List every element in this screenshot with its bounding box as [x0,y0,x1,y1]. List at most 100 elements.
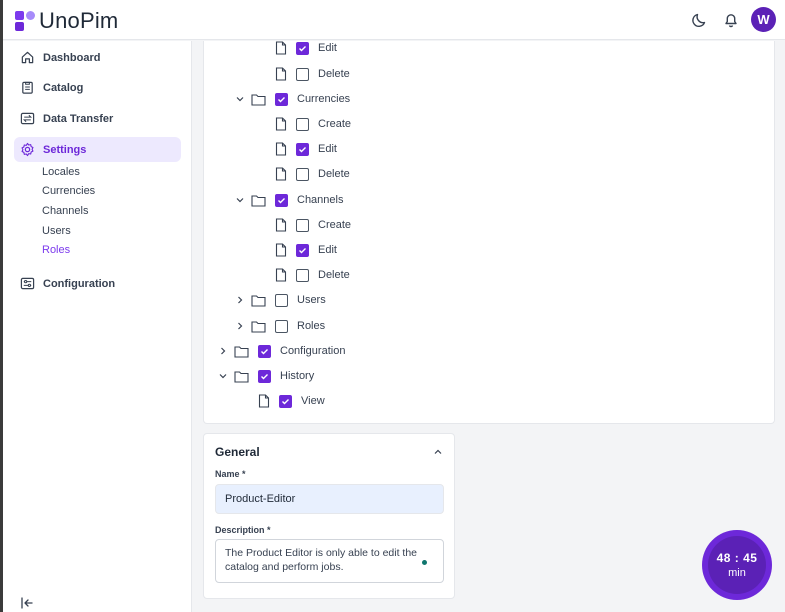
tree-item-label: Edit [318,143,337,155]
timer-face: 48 : 45 min [708,536,766,594]
chevron-up-icon[interactable] [433,447,443,457]
folder-icon [251,320,266,333]
sliders-icon [20,277,35,290]
tree-item-delete[interactable]: Delete [275,266,350,284]
checkbox-checked[interactable] [275,193,288,207]
checkbox-checked[interactable] [296,243,309,257]
sidebar-subitem-roles[interactable]: Roles [42,244,71,256]
chevron-down-icon[interactable] [218,371,228,381]
sidebar-item-label: Data Transfer [43,112,114,125]
tree-item-label: Edit [318,244,337,256]
moon-icon[interactable] [690,10,710,30]
checkbox-unchecked[interactable] [296,117,309,131]
sidebar-subitem-currencies[interactable]: Currencies [42,185,96,197]
tree-item-edit[interactable]: Edit [275,140,337,158]
tree-folder-currencies[interactable]: Currencies [235,90,350,108]
logo[interactable]: UnoPim [14,8,118,34]
checkbox-checked[interactable] [258,369,271,383]
tree-item-label: View [301,395,325,407]
timer-widget[interactable]: 48 : 45 min [702,530,772,600]
checkbox-checked[interactable] [279,394,292,408]
checkbox-checked[interactable] [275,92,288,106]
name-label: Name * [215,469,246,479]
checkbox-unchecked[interactable] [296,167,309,181]
name-input[interactable]: Product-Editor [215,484,444,514]
transfer-icon [20,112,35,125]
gear-icon [21,142,34,157]
sidebar-subitem-channels[interactable]: Channels [42,205,89,217]
checkbox-unchecked[interactable] [296,218,309,232]
sidebar-item-dashboard[interactable]: Dashboard [14,45,181,70]
checkbox-checked[interactable] [296,41,309,55]
tree-item-label: Configuration [280,345,346,357]
tree-item-label: Delete [318,68,350,80]
chevron-right-icon[interactable] [235,321,245,331]
folder-icon [234,345,249,358]
sidebar-item-catalog[interactable]: Catalog [14,75,181,100]
bell-icon[interactable] [721,10,741,30]
chevron-down-icon[interactable] [235,195,245,205]
folder-icon [251,294,266,307]
tree-item-label: Create [318,219,352,231]
tree-item-delete[interactable]: Delete [275,65,350,83]
file-icon [275,218,287,232]
general-section: General Name * Product-Editor Descriptio… [203,433,455,599]
chevron-down-icon[interactable] [235,94,245,104]
tree-item-label: Delete [318,168,350,180]
section-title: General [215,445,260,459]
sidebar: Dashboard Catalog Data Transfer Settings… [3,41,192,612]
folder-icon [234,370,249,383]
sidebar-item-data-transfer[interactable]: Data Transfer [14,106,181,131]
tree-item-label: Edit [318,42,337,54]
tree-item-edit[interactable]: Edit [275,241,337,259]
home-icon [21,51,34,64]
checkbox-checked[interactable] [296,142,309,156]
timer-unit: min [728,567,746,579]
checkbox-unchecked[interactable] [296,67,309,81]
tree-item-view[interactable]: View [258,392,325,410]
checkbox-unchecked[interactable] [275,319,288,333]
checkbox-unchecked[interactable] [296,268,309,282]
tree-folder-channels[interactable]: Channels [235,191,343,209]
file-icon [275,41,287,55]
tree-item-label: Roles [297,320,326,332]
checkbox-unchecked[interactable] [275,293,288,307]
sidebar-item-settings[interactable]: Settings [14,137,181,162]
file-icon [275,142,287,156]
tree-folder-users[interactable]: Users [235,291,326,309]
file-icon [275,167,287,181]
sidebar-item-label: Configuration [43,277,116,290]
permissions-tree-card: Edit Delete Currencies Create Edit Delet… [203,41,775,424]
app-name: UnoPim [39,8,119,33]
chevron-right-icon[interactable] [235,295,245,305]
file-icon [275,117,287,131]
grammar-indicator [422,560,427,565]
file-icon [258,394,270,408]
tree-item-create[interactable]: Create [275,115,351,133]
tree-folder-configuration[interactable]: Configuration [218,342,345,360]
checkbox-checked[interactable] [258,344,271,358]
unopim-logo-icon [15,11,35,31]
tree-item-label: Create [318,118,352,130]
sidebar-subitem-locales[interactable]: Locales [42,166,80,178]
folder-icon [251,194,266,207]
tree-item-edit[interactable]: Edit [275,39,337,57]
sidebar-item-configuration[interactable]: Configuration [14,271,181,296]
tree-item-label: Channels [297,194,344,206]
clipboard-icon [22,81,33,94]
tree-folder-roles[interactable]: Roles [235,317,325,335]
tree-item-label: History [280,370,315,382]
tree-item-create[interactable]: Create [275,216,351,234]
sidebar-subitem-users[interactable]: Users [42,225,71,237]
collapse-sidebar-icon[interactable] [20,596,34,610]
tree-folder-history[interactable]: History [218,367,314,385]
description-textarea[interactable]: The Product Editor is only able to edit … [215,539,444,583]
sidebar-item-label: Catalog [43,81,84,94]
top-bar: UnoPim W [3,0,785,40]
file-icon [275,67,287,81]
chevron-right-icon[interactable] [218,346,228,356]
timer-time: 48 : 45 [716,551,758,565]
user-avatar[interactable]: W [751,7,776,32]
tree-item-delete[interactable]: Delete [275,165,350,183]
tree-item-label: Currencies [297,93,351,105]
